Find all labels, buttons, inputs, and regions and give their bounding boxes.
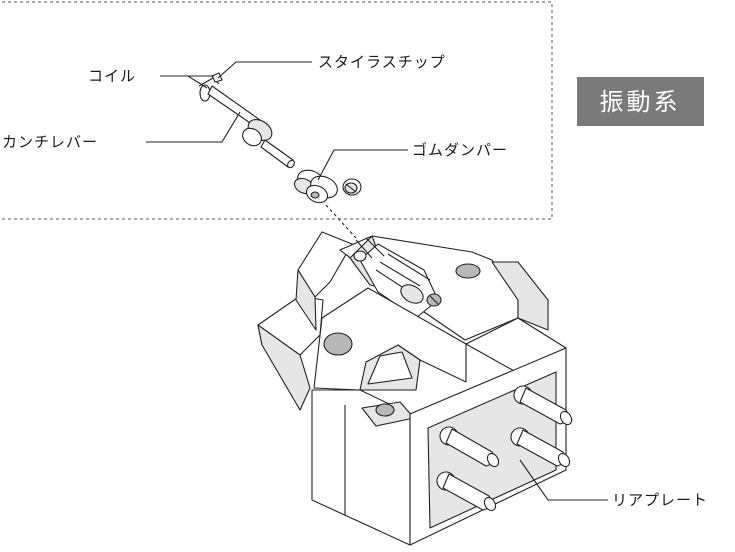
stylus-tip-part xyxy=(211,72,223,83)
leader-stylus-tip xyxy=(217,61,312,79)
label-cantilever: カンチレバー xyxy=(2,133,98,151)
leader-coil xyxy=(160,75,214,89)
rubber-damper-part xyxy=(293,169,338,204)
leader-rubber-damper xyxy=(317,149,408,181)
section-badge xyxy=(577,77,704,126)
section-badge-text: 振動系 xyxy=(600,88,681,116)
terminal-pins xyxy=(436,385,573,512)
cartridge-body xyxy=(257,231,573,546)
vibration-system-parts xyxy=(198,72,362,239)
leader-rear-plate xyxy=(519,459,608,501)
label-rubber-damper: ゴムダンパー xyxy=(412,141,508,159)
detail-frame xyxy=(2,1,553,220)
label-stylus-tip: スタイラスチップ xyxy=(318,53,446,71)
screw-part xyxy=(342,178,362,196)
leader-cantilever xyxy=(146,111,241,143)
label-coil: コイル xyxy=(88,67,136,85)
label-rear-plate: リアプレート xyxy=(612,491,708,509)
